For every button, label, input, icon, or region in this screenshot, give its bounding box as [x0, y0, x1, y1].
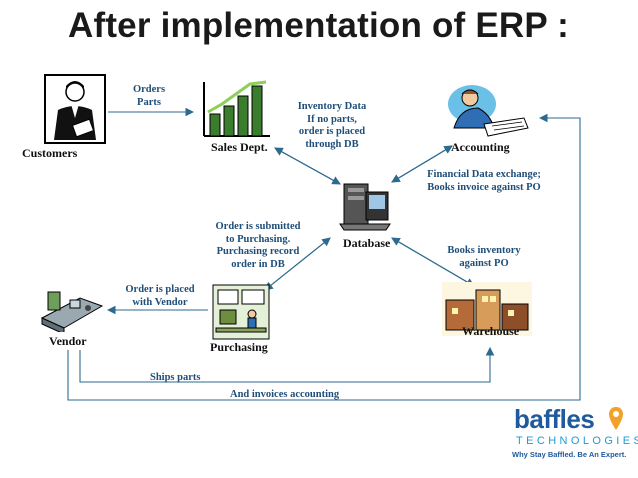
warehouse-icon — [442, 282, 532, 336]
database-label: Database — [343, 236, 391, 250]
location-pin-icon — [609, 407, 623, 430]
vendor-label: Vendor — [49, 334, 87, 348]
arrow-purchasing-to-database — [264, 237, 331, 291]
arrow-vendor-to-accounting — [67, 113, 581, 401]
logo-tagline: Why Stay Baffled. Be An Expert. — [512, 450, 627, 459]
logo-wordmark: baffles — [514, 404, 595, 434]
note-financial-data: Financial Data exchange; Books invoice a… — [427, 169, 541, 193]
accountant-icon — [444, 84, 530, 140]
arrow-database-to-sales — [274, 147, 341, 185]
sales-dept-label: Sales Dept. — [211, 140, 268, 154]
note-invoices: And invoices accounting — [230, 389, 340, 400]
arrow-vendor-to-warehouse — [79, 346, 495, 383]
company-logo: baffles TECHNOLOGIES Why Stay Baffled. B… — [508, 404, 638, 464]
note-order-submitted: Order is submitted to Purchasing. Purcha… — [215, 221, 301, 270]
note-ships-parts: Ships parts — [150, 372, 201, 383]
arrow-warehouse-to-database — [391, 237, 475, 287]
note-order-placed: Order is placed with Vendor — [125, 284, 195, 308]
purchasing-label: Purchasing — [210, 340, 268, 354]
factory-machine-icon — [40, 288, 104, 335]
note-inventory-data: Inventory Data If no parts, order is pla… — [297, 101, 367, 150]
arrow-accounting-to-database — [391, 145, 453, 183]
page-title: After implementation of ERP : — [68, 6, 570, 45]
customer-icon — [44, 74, 106, 144]
database-server-icon — [336, 178, 394, 232]
note-orders-parts: Orders Parts — [132, 84, 166, 108]
customers-label: Customers — [22, 146, 78, 160]
note-books-inventory: Books inventory against PO — [447, 245, 521, 269]
logo-subtitle: TECHNOLOGIES — [516, 435, 638, 447]
sales-chart-icon — [200, 80, 272, 138]
warehouse-label: Warehouse — [462, 324, 520, 338]
office-desk-icon — [212, 284, 270, 340]
accounting-label: Accounting — [451, 140, 510, 154]
